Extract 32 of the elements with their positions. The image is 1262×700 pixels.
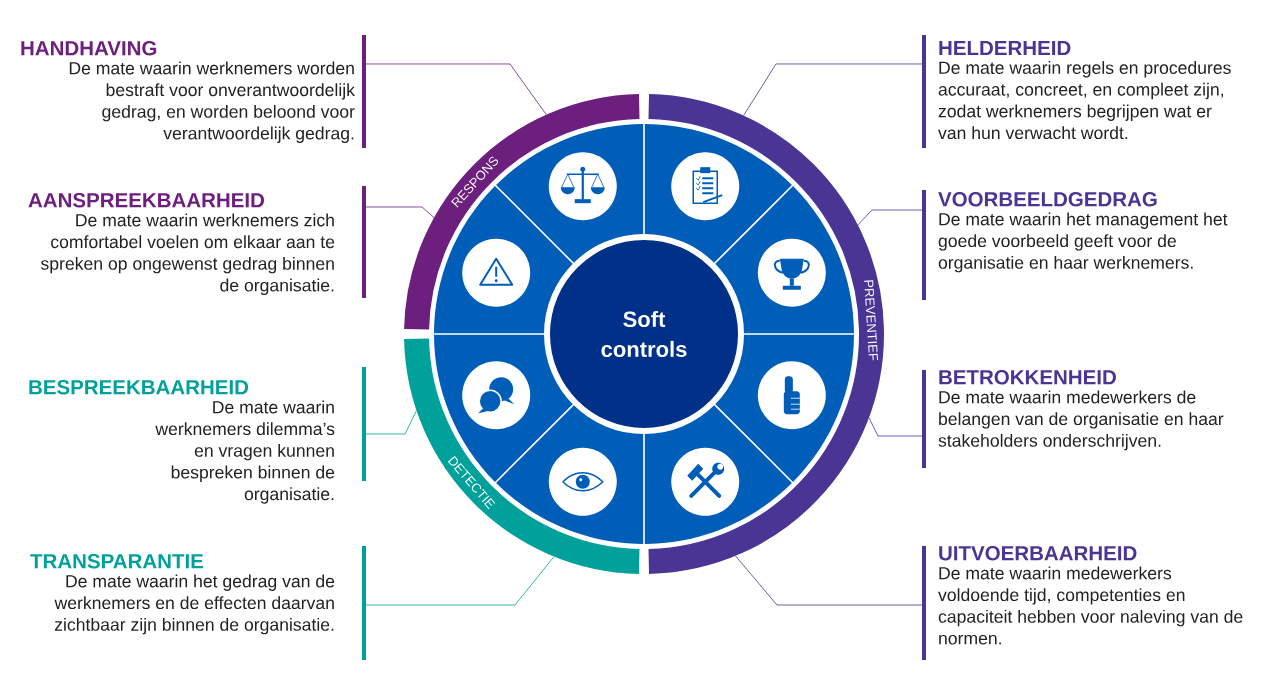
leader-line <box>365 206 435 219</box>
leader-line <box>735 555 923 606</box>
node-label: BESPREEKBAARHEID <box>29 379 249 395</box>
node-label: De mate waarin het management het goede voorbeeld geeft voor de organisatie en haar werknemers. <box>938 212 1228 273</box>
node-label: De mate waarin werknemers worden bestraft voor onverantwoordelijk gedrag, en worden beloond voor verantwoordelijk gedrag. <box>69 61 355 144</box>
node-label: VOORBEELDGEDRAG <box>938 191 1157 207</box>
text-block: UITVOERBAARHEID De mate waarin medewerkers voldoende tijd, competenties en capaciteit hebben voor naleving van de normen. <box>922 546 1243 660</box>
text-block: VOORBEELDGEDRAG De mate waarin het management het goede voorbeeld geeft voor de organisatie en haar werknemers. <box>922 190 1228 300</box>
node-label: De mate waarin medewerkers voldoende tijd, competenties en capaciteit hebben voor naleving van de normen. <box>938 566 1243 645</box>
node-label: HANDHAVING <box>21 40 157 56</box>
text-block: BESPREEKBAARHEID De mate waarin werknemers dilemma’s en vragen kunnen bespreken binnen de organisatie. <box>29 367 366 504</box>
node-label: De mate waarin regels en procedures accuraat, concreet, en compleet zijn, zodat werknemers begrijpen wat er van hun verwacht wordt. <box>938 61 1231 140</box>
leader-line <box>743 63 923 116</box>
node-label: TRANSPARANTIE <box>30 553 204 569</box>
text-block: AANSPREEKBAARHEID De mate waarin werknemers zich comfortabel voelen om elkaar aan te spreken op ongewenst gedrag binnen de organisatie. <box>28 186 366 298</box>
node-label: UITVOERBAARHEID <box>939 545 1137 561</box>
text-block: HELDERHEID De mate waarin regels en procedures accuraat, concreet, en compleet zijn, zodat werknemers begrijpen wat er van hun verwacht wordt. <box>922 35 1231 148</box>
node-label: De mate waarin werknemers zich comfortabel voelen om elkaar aan te spreken op ongewenst gedrag binnen de organisatie. <box>40 213 335 296</box>
node-label: HELDERHEID <box>939 40 1071 56</box>
node-label: BETROKKENHEID <box>939 369 1116 385</box>
node-label: De mate waarin het gedrag van de werknemers en de effecten daarvan zichtbaar zijn binnen de organisatie. <box>54 574 335 635</box>
node-label: De mate waarin medewerkers de belangen van de organisatie en haar stakeholders onderschrijven. <box>938 390 1224 451</box>
node-label: AANSPREEKBAARHEID <box>28 192 265 208</box>
leader-line <box>365 410 417 435</box>
leader-line <box>365 63 547 116</box>
text-block: HANDHAVING De mate waarin werknemers worden bestraft voor onverantwoordelijk gedrag, en worden beloond voor verantwoordelijk gedrag. <box>21 35 366 148</box>
node-label: De mate waarin werknemers dilemma’s en vragen kunnen bespreken binnen de organisatie. <box>155 400 335 504</box>
leader-line <box>857 209 923 226</box>
leader-line <box>365 556 555 606</box>
text-block: TRANSPARANTIE De mate waarin het gedrag van de werknemers en de effecten daarvan zichtbaar zijn binnen de organisatie. <box>30 546 366 660</box>
leader-line <box>868 417 923 437</box>
text-block: BETROKKENHEID De mate waarin medewerkers de belangen van de organisatie en haar stakeholders onderschrijven. <box>922 370 1224 468</box>
